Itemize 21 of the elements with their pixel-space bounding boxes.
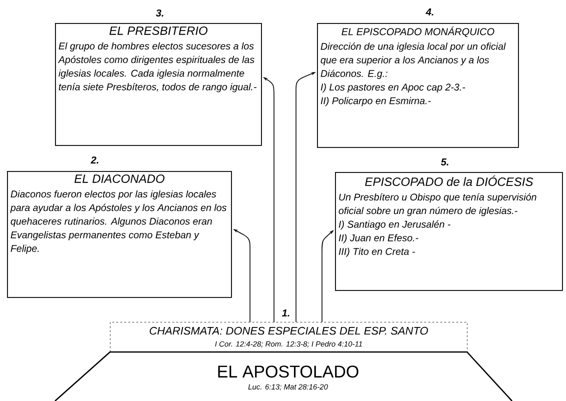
box-title: EL PRESBITERIO (109, 26, 208, 35)
box-text: II) Juan en Efeso.- (338, 234, 418, 244)
box-number: 1. (282, 310, 290, 316)
box-text: I) Santiago en Jerusalén - (338, 220, 450, 230)
box-text: Un Presbítero u Obispo que tenía supervisión oficial sobre un gran número de iglesias.- (338, 193, 536, 216)
box-title: EPISCOPADO de la DIÓCESIS (365, 175, 534, 186)
base-title: EL APOSTOLADO (218, 366, 358, 378)
box-text: Dirección de una iglesia local por un oficial que era superior a los Ancianos y a los Diáconos. E.g.: (320, 42, 506, 79)
box-text: Diaconos fueron electos por las iglesias locales para ayudar a los Apóstoles y los Ancianos en los quehaceres rutinarios. Algunos Diaconos eran Evangelistas permanentes como Esteban y Felipe. (10, 190, 226, 254)
box-number: 2. (90, 156, 98, 164)
box-text: II) Policarpo en Esmirna.- (320, 97, 431, 106)
box-text: III) Tito en Creta - (338, 248, 415, 257)
box-title: EL EPISCOPADO MONÁRQUICO (342, 26, 494, 38)
box-text: I) Los pastores en Apoc cap 2-3.- (320, 83, 466, 93)
box-number: 3. (156, 9, 164, 17)
trapezoid-base (54, 351, 512, 401)
box-number: 5. (440, 158, 448, 166)
box-title: CHARISMATA: DONES ESPECIALES DEL ESP. SANTO (150, 326, 428, 335)
box-number: 4. (426, 8, 434, 16)
box-title: EL DIACONADO (74, 174, 164, 183)
box-text: El grupo de hombres electos sucesores a los Apóstoles como dirigentes espirituales de las iglesias locales. Cada iglesia normalmente tenía siete Presbíteros, todos de rango igual.- (58, 42, 256, 92)
